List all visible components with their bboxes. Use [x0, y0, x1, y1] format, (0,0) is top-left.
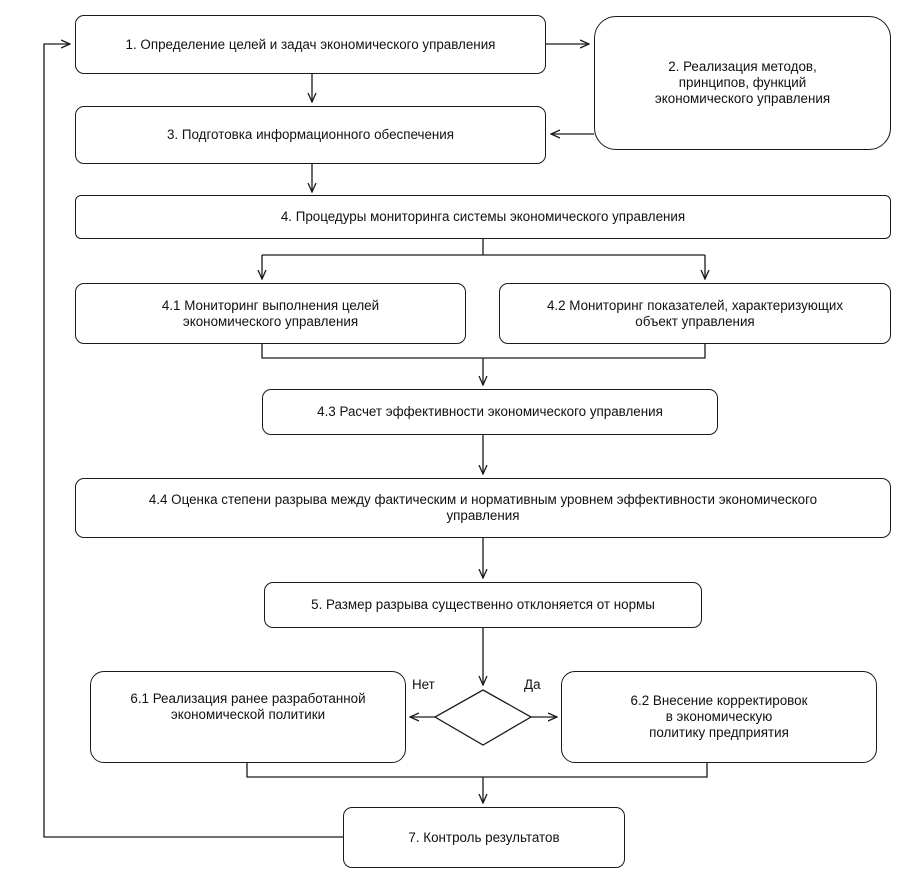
- node-1-label: 1. Определение целей и задач экономическ…: [125, 36, 496, 52]
- node-3: 3. Подготовка информационного обеспечени…: [75, 106, 546, 164]
- node-6-2: 6.2 Внесение корректировок в экономическ…: [561, 671, 877, 763]
- node-4-4: 4.4 Оценка степени разрыва между фактиче…: [75, 478, 891, 538]
- feedback-loop: [43, 44, 343, 838]
- node-4-1: 4.1 Мониторинг выполнения целей экономич…: [75, 283, 466, 344]
- node-7-label: 7. Контроль результатов: [408, 829, 560, 845]
- node-4-label: 4. Процедуры мониторинга системы экономи…: [280, 209, 686, 224]
- split-connector: [262, 239, 705, 256]
- node-6-1: 6.1 Реализация ранее разработанной эконо…: [90, 671, 406, 763]
- node-4-2: 4.2 Мониторинг показателей, характеризую…: [499, 283, 891, 344]
- node-4-4-label: 4.4 Оценка степени разрыва между фактиче…: [148, 492, 818, 523]
- node-2-label: 2. Реализация методов, принципов, функци…: [654, 59, 831, 106]
- node-4-2-label: 4.2 Мониторинг показателей, характеризую…: [546, 297, 844, 329]
- node-7: 7. Контроль результатов: [343, 807, 625, 868]
- node-5-label: 5. Размер разрыва существенно отклоняетс…: [311, 597, 655, 612]
- node-4-3: 4.3 Расчет эффективности экономического …: [262, 389, 718, 435]
- decision-diamond: [433, 689, 533, 746]
- node-1: 1. Определение целей и задач экономическ…: [75, 15, 546, 74]
- merge-connector-6: [246, 763, 708, 778]
- decision-yes-label: Да: [524, 677, 541, 692]
- node-3-label: 3. Подготовка информационного обеспечени…: [166, 127, 455, 142]
- node-6-2-label: 6.2 Внесение корректировок в экономическ…: [630, 693, 808, 740]
- merge-connector: [261, 344, 706, 359]
- node-4-1-label: 4.1 Мониторинг выполнения целей экономич…: [161, 297, 380, 329]
- node-4: 4. Процедуры мониторинга системы экономи…: [75, 195, 891, 239]
- node-2: 2. Реализация методов, принципов, функци…: [594, 16, 891, 150]
- node-4-3-label: 4.3 Расчет эффективности экономического …: [317, 404, 663, 419]
- node-6-1-label: 6.1 Реализация ранее разработанной эконо…: [130, 691, 366, 722]
- node-5: 5. Размер разрыва существенно отклоняетс…: [264, 582, 702, 628]
- decision-no-label: Нет: [412, 677, 435, 692]
